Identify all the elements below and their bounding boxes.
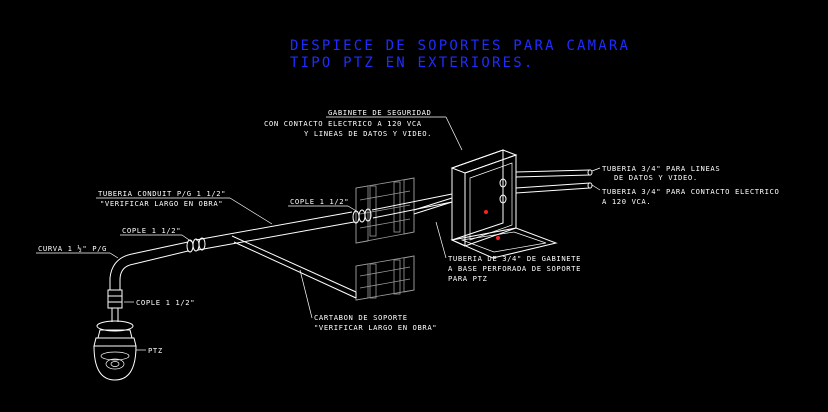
label-base-1: TUBERIA DE 3/4" DE GABINETE (448, 254, 581, 263)
label-tuberia-datos-1: TUBERIA 3/4" PARA LINEAS (602, 164, 720, 173)
leader-base (435, 221, 447, 259)
ptz-camera (93, 316, 137, 381)
title-line-1: DESPIECE DE SOPORTES PARA CAMARA (290, 38, 630, 54)
label-tuberia-contacto-1: TUBERIA 3/4" PARA CONTACTO ELECTRICO (602, 187, 779, 196)
label-gabinete-2: CON CONTACTO ELECTRICO A 120 VCA (264, 119, 422, 128)
leader-cartabon (299, 269, 313, 319)
mounting-bracket-lower (355, 255, 415, 301)
label-tuberia-datos-2: DE DATOS Y VIDEO. (614, 173, 698, 182)
label-base-2: A BASE PERFORADA DE SOPORTE (448, 264, 581, 273)
label-cople-mid: COPLE 1 1/2" (122, 226, 181, 235)
label-gabinete-3: Y LINEAS DE DATOS Y VIDEO. (304, 129, 432, 138)
mounting-bracket-upper (355, 177, 415, 244)
leader-cople-mid (181, 234, 193, 243)
label-tuberia-contacto-2: A 120 VCA. (602, 197, 651, 206)
leader-cople-top (347, 205, 359, 213)
label-conduit-2: "VERIFICAR LARGO EN OBRA" (100, 199, 223, 208)
conduit-1-1-2 (131, 193, 453, 265)
couple-lower (107, 289, 123, 316)
title-line-2: TIPO PTZ EN EXTERIORES. (290, 55, 534, 71)
label-cartabon-2: "VERIFICAR LARGO EN OBRA" (314, 323, 437, 332)
label-cople-low: COPLE 1 1/2" (136, 298, 195, 307)
label-ptz: PTZ (148, 346, 163, 355)
support-strut (231, 235, 357, 299)
label-cartabon-1: CARTABON DE SOPORTE (314, 313, 408, 322)
label-cople-top: COPLE 1 1/2" (290, 197, 349, 206)
leader-curva (109, 252, 119, 259)
label-curva: CURVA 1 ½" P/G (38, 244, 107, 253)
elbow-curva (109, 253, 135, 290)
label-conduit-1: TUBERIA CONDUIT P/G 1 1/2" (98, 189, 226, 198)
conduit-3-4-pair (515, 169, 593, 194)
label-base-3: PARA PTZ (448, 274, 487, 283)
security-cabinet (450, 149, 558, 259)
label-gabinete-1: GABINETE DE SEGURIDAD (328, 108, 431, 117)
leader-gabinete (445, 116, 463, 151)
leader-conduit (229, 197, 273, 225)
